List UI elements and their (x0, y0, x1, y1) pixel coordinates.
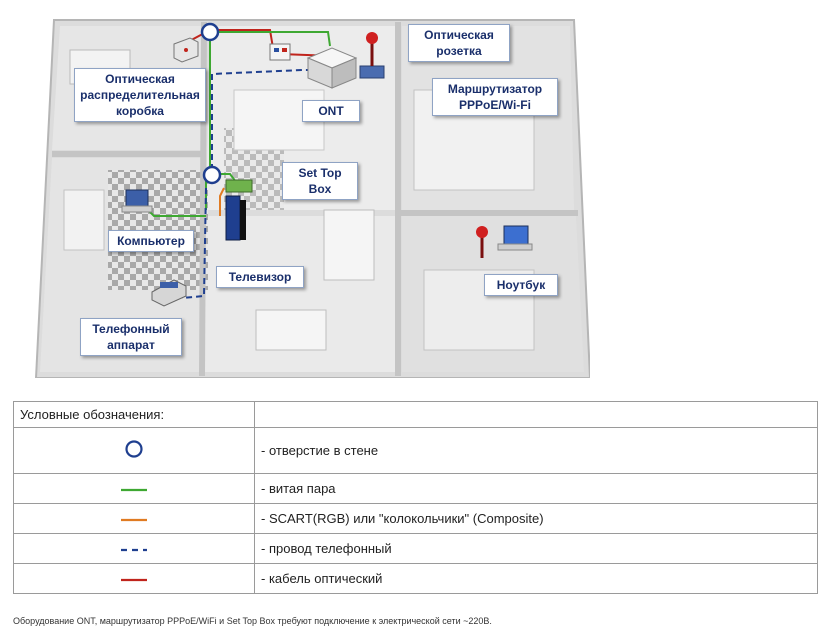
legend-label-twisted-pair: - витая пара (254, 473, 818, 504)
legend-row: - кабель оптический (13, 563, 818, 594)
legend-table: Условные обозначения: - отверстие в стен… (13, 401, 818, 594)
phone-device (151, 279, 187, 307)
callout-ont: ONT (302, 100, 360, 122)
legend-row: - SCART(RGB) или "колокольчики" (Composi… (13, 503, 818, 534)
ont-device (306, 47, 358, 89)
distribution-box-device (173, 37, 199, 63)
legend-row: - провод телефонный (13, 533, 818, 564)
legend-label-wall-hole: - отверстие в стене (254, 427, 818, 474)
legend-header-row: Условные обозначения: (13, 401, 818, 428)
legend-row: - отверстие в стене (13, 427, 818, 474)
legend-row: - витая пара (13, 473, 818, 504)
circle-icon (125, 440, 143, 458)
legend-label-phone-wire: - провод телефонный (254, 533, 818, 564)
callout-router: Маршрутизатор PPPoE/Wi-Fi (432, 78, 558, 116)
set-top-box-device (225, 179, 253, 193)
optical-socket-device (269, 43, 291, 61)
callout-distribution-box: Оптическая распределительная коробка (74, 68, 206, 122)
footnote: Оборудование ONT, маршрутизатор PPPoE/Wi… (13, 616, 492, 626)
callout-tv: Телевизор (216, 266, 304, 288)
wall-hole-middle (202, 165, 222, 185)
computer-device (121, 189, 153, 213)
callout-computer: Компьютер (108, 230, 194, 252)
red-line-icon (121, 578, 147, 582)
orange-line-icon (121, 518, 147, 522)
router-device (359, 32, 385, 79)
laptop-device (476, 225, 533, 258)
tv-device (225, 195, 246, 241)
wall-hole-top (200, 22, 220, 42)
legend-label-optical-cable: - кабель оптический (254, 563, 818, 594)
green-line-icon (121, 488, 147, 492)
callout-set-top-box: Set Top Box (282, 162, 358, 200)
callout-phone: Телефонный аппарат (80, 318, 182, 356)
callout-laptop: Ноутбук (484, 274, 558, 296)
floor-plan: Оптическая распределительная коробка Опт… (34, 10, 592, 379)
legend-header: Условные обозначения: (13, 401, 255, 428)
dashed-line-icon (121, 548, 147, 552)
legend-label-scart: - SCART(RGB) или "колокольчики" (Composi… (254, 503, 818, 534)
callout-optical-socket: Оптическая розетка (408, 24, 510, 62)
